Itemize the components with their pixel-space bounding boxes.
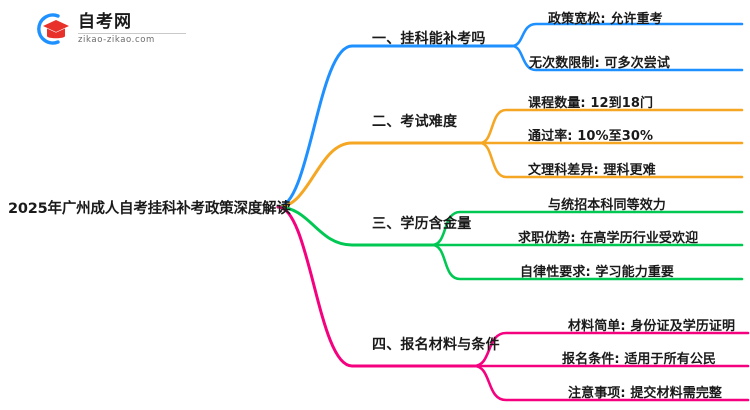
branch-node-1[interactable]: 一、挂科能补考吗 [372,31,486,47]
leaf-node-1-2[interactable]: 无次数限制: 可多次尝试 [529,56,670,71]
leaf-node-2-1[interactable]: 课程数量: 12到18门 [528,96,654,111]
leaf-node-3-2[interactable]: 求职优势: 在高学历行业受欢迎 [518,231,699,246]
branch-node-2[interactable]: 二、考试难度 [372,114,458,130]
logo-subtitle: zikao-zikao.com [78,34,155,45]
logo-title: 自考网 [78,11,132,32]
logo-text-block: 自考网 zikao-zikao.com [78,11,186,45]
branch-node-3[interactable]: 三、学历含金量 [372,216,472,232]
leaf-node-1-1[interactable]: 政策宽松: 允许重考 [548,12,663,27]
root-node[interactable]: 2025年广州成人自考挂科补考政策深度解读 [8,201,291,217]
leaf-node-2-2[interactable]: 通过率: 10%至30% [528,129,654,144]
leaf-node-4-1[interactable]: 材料简单: 身份证及学历证明 [568,319,736,334]
leaf-node-4-3[interactable]: 注意事项: 提交材料需完整 [568,386,723,401]
leaf-node-2-3[interactable]: 文理科差异: 理科更难 [528,163,656,178]
leaf-node-3-1[interactable]: 与统招本科同等效力 [548,198,666,213]
logo-divider [78,32,186,34]
site-logo: 自考网 zikao-zikao.com [30,8,190,50]
edge-root-to-branch-2 [276,141,482,209]
edge-branch-1-to-leaf-1 [510,22,744,48]
graduation-cap-logo-icon [30,10,72,48]
branch-node-4[interactable]: 四、报名材料与条件 [372,337,500,353]
leaf-node-4-2[interactable]: 报名条件: 适用于所有公民 [562,352,717,367]
leaf-node-3-3[interactable]: 自律性要求: 学习能力重要 [520,265,675,280]
